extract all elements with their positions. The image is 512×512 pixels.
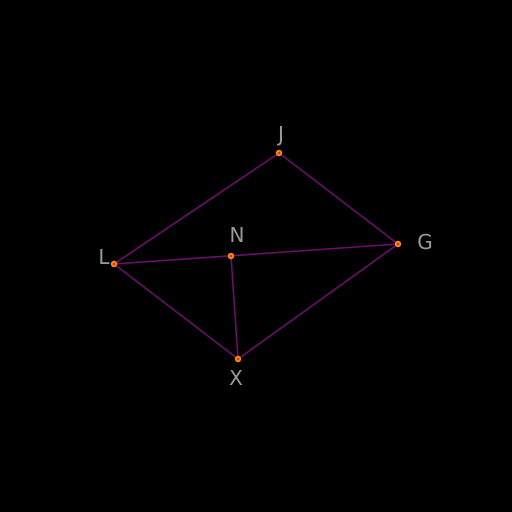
- point-l: [110, 260, 118, 268]
- point-j-core: [277, 151, 281, 155]
- point-l-core: [112, 262, 116, 266]
- point-x-core: [236, 357, 240, 361]
- edges-layer: [113, 152, 399, 360]
- edge-l-x: [113, 263, 239, 360]
- edge-x-g: [237, 243, 399, 360]
- points-layer: [110, 149, 402, 363]
- edge-j-g: [278, 152, 399, 245]
- point-label-l: L: [98, 245, 110, 269]
- point-n: [227, 252, 235, 260]
- point-label-x: X: [229, 366, 243, 390]
- edge-l-g: [113, 243, 399, 265]
- labels-layer: J G L N X: [98, 122, 432, 390]
- point-x: [234, 355, 242, 363]
- edge-l-j: [113, 152, 280, 265]
- point-label-g: G: [417, 230, 433, 254]
- point-g: [394, 240, 402, 248]
- point-label-j: J: [276, 122, 284, 146]
- point-g-core: [396, 242, 400, 246]
- edge-n-x: [230, 255, 239, 360]
- point-j: [275, 149, 283, 157]
- point-n-core: [229, 254, 233, 258]
- point-label-n: N: [230, 223, 245, 247]
